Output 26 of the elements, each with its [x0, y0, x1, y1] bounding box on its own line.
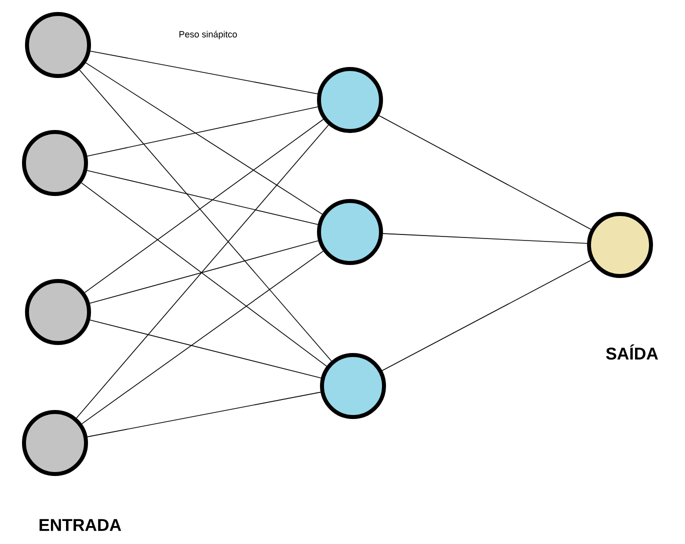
connection-line — [79, 70, 332, 362]
connection-line — [378, 115, 592, 230]
input-neuron — [25, 279, 91, 345]
weight-label: Peso sinápitco — [179, 30, 237, 40]
input-neuron — [22, 410, 88, 476]
input-neuron — [22, 130, 88, 196]
connection-line — [87, 392, 321, 438]
connection-line — [81, 182, 327, 367]
connection-line — [76, 124, 329, 418]
connection-line — [86, 106, 318, 156]
connection-line — [90, 320, 322, 378]
layer-label: SAÍDA — [606, 344, 658, 360]
connection-line — [382, 233, 588, 244]
hidden-neuron — [317, 67, 383, 133]
layer-label: ENTRADA — [40, 519, 122, 531]
connection-line — [89, 240, 319, 304]
connection-line — [85, 62, 323, 215]
connection-line — [84, 118, 324, 293]
hidden-neuron — [317, 199, 383, 265]
connection-line — [81, 250, 324, 424]
hidden-neuron — [320, 353, 386, 419]
connection-line — [90, 50, 318, 94]
connection-line — [382, 260, 592, 371]
output-neuron — [587, 212, 653, 278]
input-neuron — [25, 12, 91, 78]
connection-line — [86, 170, 318, 225]
